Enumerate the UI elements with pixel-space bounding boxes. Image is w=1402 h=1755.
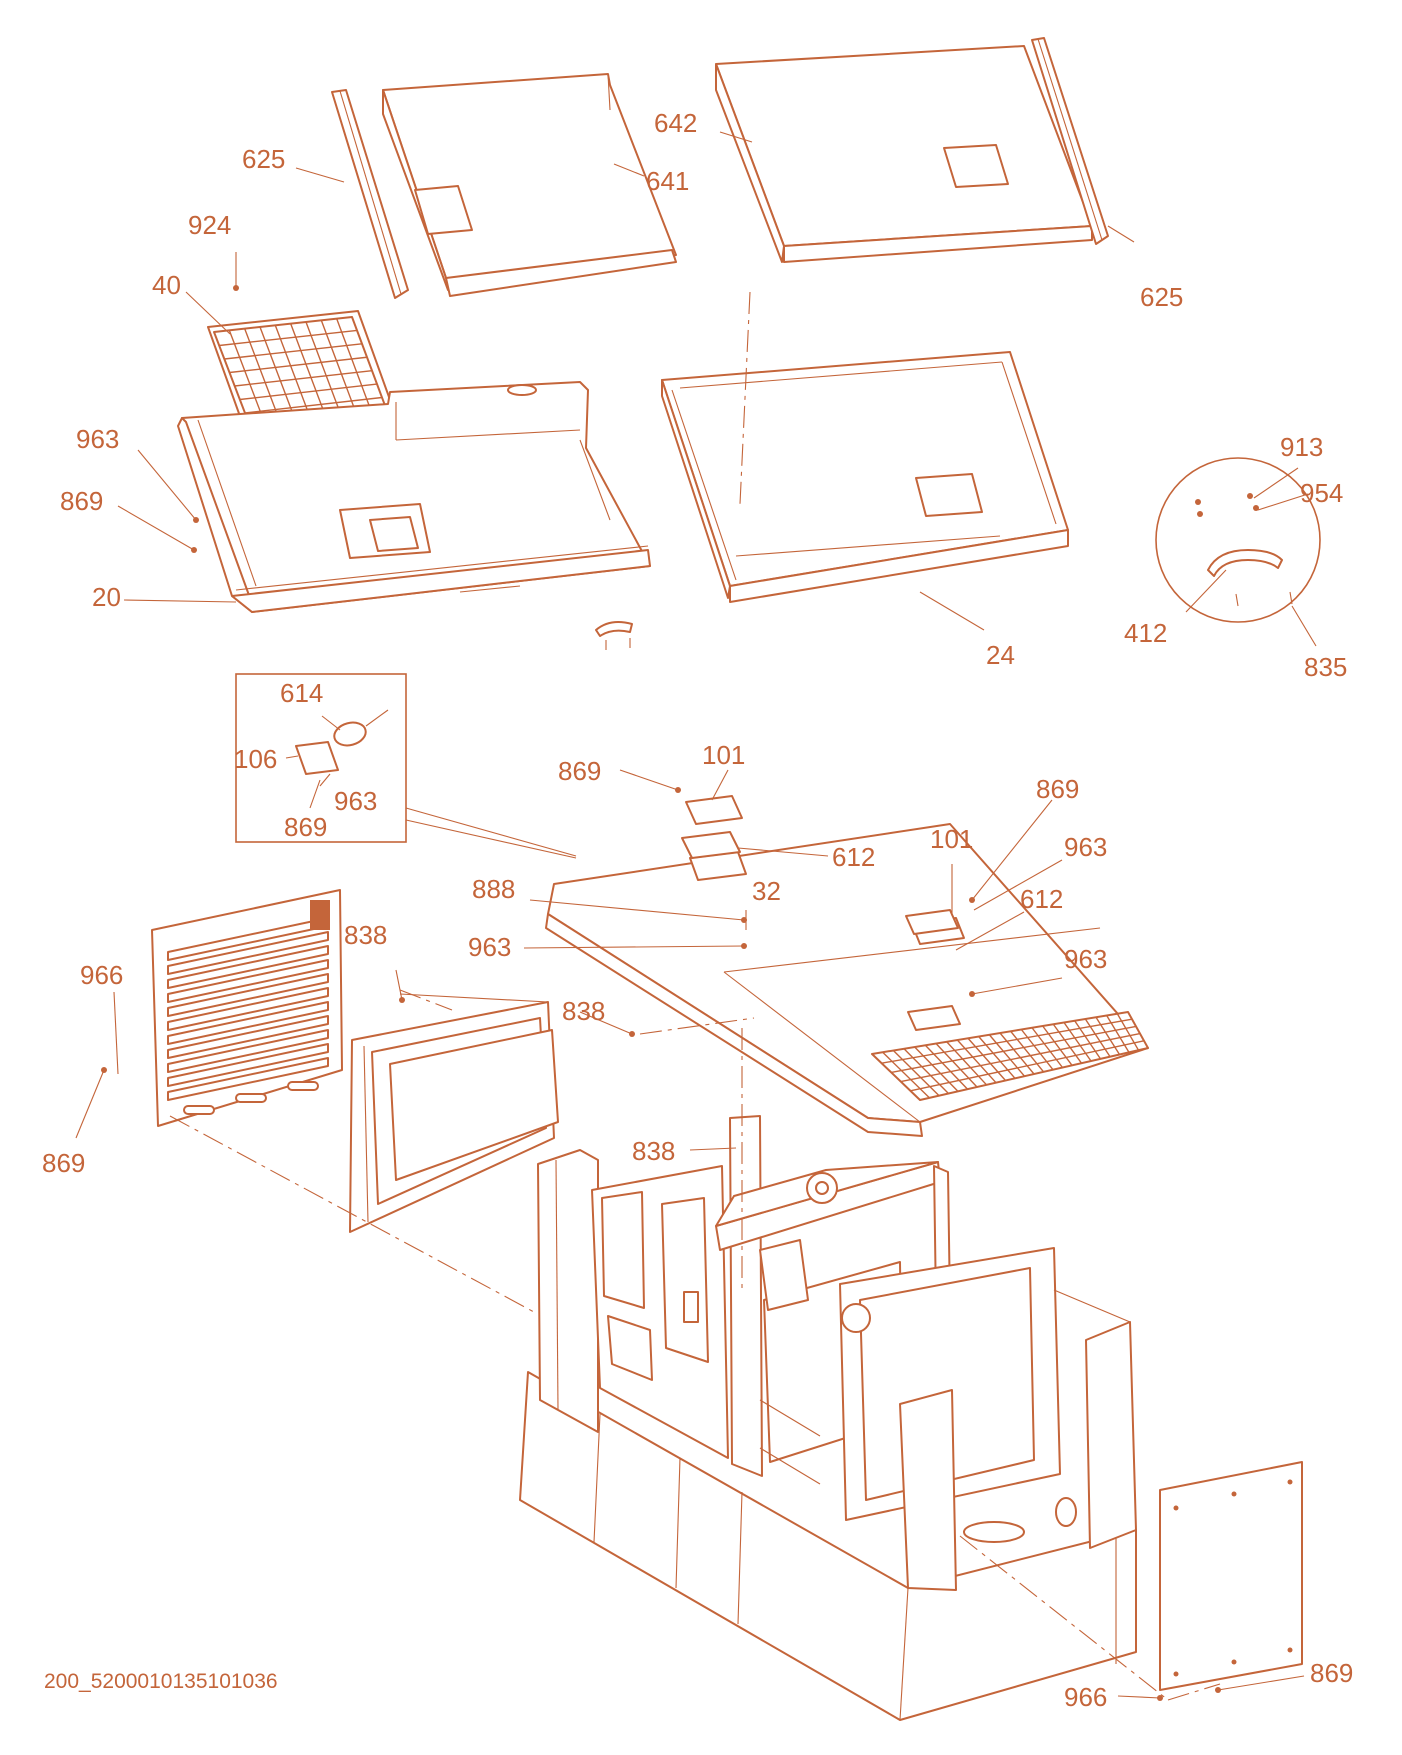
fastener-dots xyxy=(101,285,1221,1701)
part-32-canopy xyxy=(545,823,1149,1137)
callout-leaders xyxy=(75,131,1317,1699)
handle-under-frame xyxy=(595,621,633,650)
callout-642: 642 xyxy=(654,108,697,138)
callout-40: 40 xyxy=(152,270,181,300)
callout-838-duct: 838 xyxy=(344,920,387,950)
detail-box-access-cover xyxy=(235,673,577,859)
callout-966-louver: 966 xyxy=(80,960,123,990)
callout-838-mid: 838 xyxy=(562,996,605,1026)
drawing-code: 200_5200010135101036 xyxy=(44,1670,278,1693)
callout-106: 106 xyxy=(234,744,277,774)
callout-412: 412 xyxy=(1124,618,1167,648)
part-641-roof-panel xyxy=(382,73,677,297)
callout-888: 888 xyxy=(472,874,515,904)
callout-963-canopy: 963 xyxy=(468,932,511,962)
part-966-end-panel xyxy=(1159,1461,1303,1691)
callout-963-lower: 963 xyxy=(1064,944,1107,974)
callout-625-left: 625 xyxy=(242,144,285,174)
callout-612-front: 612 xyxy=(832,842,875,872)
callout-838-pillar: 838 xyxy=(632,1136,675,1166)
callout-966-end: 966 xyxy=(1064,1682,1107,1712)
callout-869-frame: 869 xyxy=(60,486,103,516)
callout-614: 614 xyxy=(280,678,323,708)
callout-101-rear: 101 xyxy=(930,824,973,854)
part-625-left-strip xyxy=(331,89,409,299)
callout-20: 20 xyxy=(92,582,121,612)
callout-954: 954 xyxy=(1300,478,1343,508)
callout-963-right: 963 xyxy=(1064,832,1107,862)
callout-869-top: 869 xyxy=(558,756,601,786)
callout-24: 24 xyxy=(986,640,1015,670)
callout-641: 641 xyxy=(646,166,689,196)
callout-924: 924 xyxy=(188,210,231,240)
detail-circle-handle-412 xyxy=(1155,457,1321,623)
callout-869-inset: 869 xyxy=(284,812,327,842)
callout-869-right: 869 xyxy=(1036,774,1079,804)
part-24-roof-frame-right xyxy=(661,351,1069,603)
assembly-axis-lines xyxy=(169,291,1221,1701)
part-838-duct-frame xyxy=(349,993,559,1233)
callout-32: 32 xyxy=(752,876,781,906)
callout-963-inset: 963 xyxy=(334,786,377,816)
callout-869-end: 869 xyxy=(1310,1658,1353,1688)
part-101-612-covers xyxy=(681,795,959,935)
callout-963-frame: 963 xyxy=(76,424,119,454)
callout-625-right: 625 xyxy=(1140,282,1183,312)
main-enclosure xyxy=(519,1115,1137,1721)
callout-913: 913 xyxy=(1280,432,1323,462)
callout-612-rear: 612 xyxy=(1020,884,1063,914)
callout-869-louver: 869 xyxy=(42,1148,85,1178)
part-966-louver-panel xyxy=(151,889,343,1127)
part-20-roof-frame-left xyxy=(177,381,651,613)
callout-835: 835 xyxy=(1304,652,1347,682)
part-625-right-strip xyxy=(1031,37,1109,245)
part-642-roof-panel xyxy=(715,45,1093,263)
callout-labels: 625 641 642 625 924 40 963 869 20 24 913… xyxy=(42,108,1353,1712)
callout-101-front: 101 xyxy=(702,740,745,770)
